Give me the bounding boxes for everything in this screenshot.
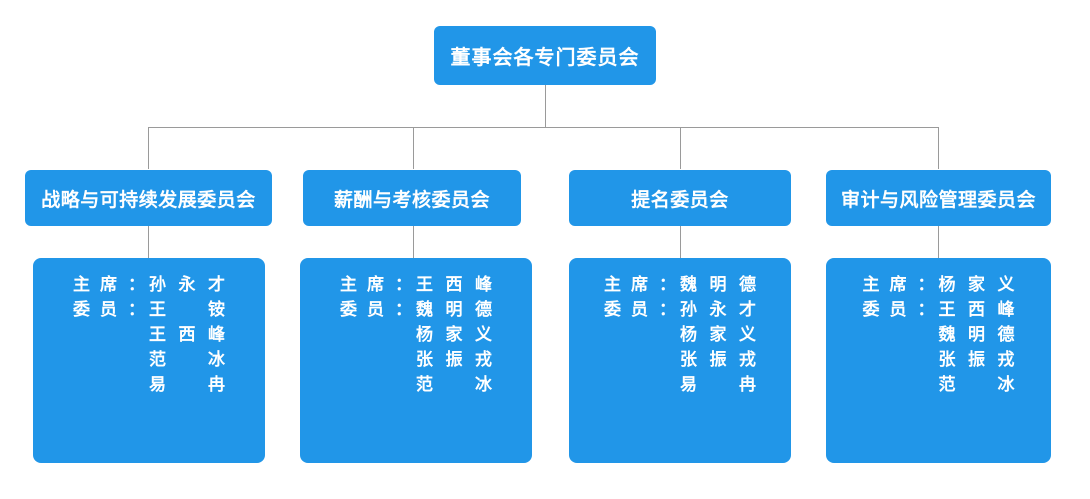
connector-head-body-3 [680, 226, 681, 258]
roster-row-member: 委员： 魏明德 [340, 297, 492, 322]
roster-member-name-3-4: 易冉 [680, 375, 756, 394]
roster-label-member: 委员： [73, 300, 145, 319]
committee-header-label-2: 薪酬与考核委员会 [333, 189, 490, 211]
committee-header-label-4: 审计与风险管理委员会 [840, 189, 1036, 211]
roster-chair-name-1: 孙永才 [149, 275, 225, 294]
roster-row-member: 委员： 张振戎 [604, 347, 756, 372]
committee-header-3[interactable]: 提名委员会 [569, 170, 791, 226]
roster-chair-name-3: 魏明德 [680, 275, 756, 294]
roster-row-member: 委员： 王铵 [73, 297, 225, 322]
roster-label-chair: 主席： [862, 275, 935, 294]
roster-member-name-4-4: 范冰 [938, 375, 1015, 394]
roster-member-name-1-3: 范冰 [149, 350, 225, 369]
roster-label-member: 委员： [862, 300, 935, 319]
connector-root-drop [545, 85, 546, 127]
root-node-label: 董事会各专门委员会 [450, 47, 640, 69]
roster-label-chair: 主席： [340, 275, 412, 294]
roster-member-name-4-3: 张振戎 [938, 350, 1015, 369]
committee-header-4[interactable]: 审计与风险管理委员会 [826, 170, 1051, 226]
roster-member-name-1-4: 易冉 [149, 375, 225, 394]
roster-label-member: 委员： [340, 300, 412, 319]
connector-head-body-1 [148, 226, 149, 258]
roster-member-name-2-1: 魏明德 [416, 300, 492, 319]
roster-row-member: 委员： 易冉 [73, 372, 225, 397]
connector-drop-committee-4 [938, 127, 939, 169]
roster-member-name-2-3: 张振戎 [416, 350, 492, 369]
committee-body-3[interactable]: 主席： 魏明德 委员： 孙永才 委员： 杨家义 [569, 258, 791, 463]
connector-drop-committee-2 [413, 127, 414, 169]
connector-drop-committee-3 [680, 127, 681, 169]
roster-label-member: 委员： [604, 300, 676, 319]
roster-row-member: 委员： 孙永才 [604, 297, 756, 322]
roster-chair-name-4: 杨家义 [938, 275, 1015, 294]
committee-roster-3: 主席： 魏明德 委员： 孙永才 委员： 杨家义 [604, 272, 756, 397]
roster-chair-name-2: 王西峰 [416, 275, 492, 294]
roster-row-member: 委员： 王西峰 [73, 322, 225, 347]
committee-header-label-1: 战略与可持续发展委员会 [41, 189, 256, 211]
roster-row-chair: 主席： 魏明德 [604, 272, 756, 297]
connector-head-body-2 [413, 226, 414, 258]
roster-row-member: 委员： 魏明德 [863, 322, 1015, 347]
committee-body-2[interactable]: 主席： 王西峰 委员： 魏明德 委员： 杨家义 [300, 258, 532, 463]
roster-row-member: 委员： 杨家义 [604, 322, 756, 347]
committee-roster-4: 主席： 杨家义 委员： 王西峰 委员： 魏明德 [863, 272, 1015, 397]
roster-member-name-2-2: 杨家义 [416, 325, 492, 344]
roster-member-name-4-2: 魏明德 [938, 325, 1015, 344]
connector-head-body-4 [938, 226, 939, 258]
connector-drop-committee-1 [148, 127, 149, 169]
committee-body-4[interactable]: 主席： 杨家义 委员： 王西峰 委员： 魏明德 [826, 258, 1051, 463]
roster-member-name-3-2: 杨家义 [680, 325, 756, 344]
committee-header-1[interactable]: 战略与可持续发展委员会 [25, 170, 272, 226]
committee-header-2[interactable]: 薪酬与考核委员会 [303, 170, 521, 226]
roster-member-name-1-1: 王铵 [149, 300, 225, 319]
roster-row-member: 委员： 范冰 [340, 372, 492, 397]
roster-row-chair: 主席： 杨家义 [863, 272, 1015, 297]
roster-member-name-2-4: 范冰 [416, 375, 492, 394]
root-node-board-committees[interactable]: 董事会各专门委员会 [434, 26, 656, 85]
committee-roster-1: 主席： 孙永才 委员： 王铵 委员： 王西峰 [73, 272, 225, 397]
roster-row-member: 委员： 易冉 [604, 372, 756, 397]
roster-row-member: 委员： 张振戎 [340, 347, 492, 372]
roster-label-chair: 主席： [73, 275, 145, 294]
roster-row-member: 委员： 张振戎 [863, 347, 1015, 372]
roster-label-chair: 主席： [604, 275, 676, 294]
roster-member-name-3-3: 张振戎 [680, 350, 756, 369]
committee-header-label-3: 提名委员会 [631, 189, 729, 211]
roster-member-name-3-1: 孙永才 [680, 300, 756, 319]
roster-row-member: 委员： 范冰 [73, 347, 225, 372]
roster-row-member: 委员： 杨家义 [340, 322, 492, 347]
roster-row-chair: 主席： 孙永才 [73, 272, 225, 297]
roster-row-chair: 主席： 王西峰 [340, 272, 492, 297]
committee-roster-2: 主席： 王西峰 委员： 魏明德 委员： 杨家义 [340, 272, 492, 397]
roster-row-member: 委员： 范冰 [863, 372, 1015, 397]
connector-horizontal-bus [148, 127, 939, 128]
committee-body-1[interactable]: 主席： 孙永才 委员： 王铵 委员： 王西峰 [33, 258, 265, 463]
roster-member-name-1-2: 王西峰 [149, 325, 225, 344]
roster-member-name-4-1: 王西峰 [938, 300, 1015, 319]
roster-row-member: 委员： 王西峰 [863, 297, 1015, 322]
